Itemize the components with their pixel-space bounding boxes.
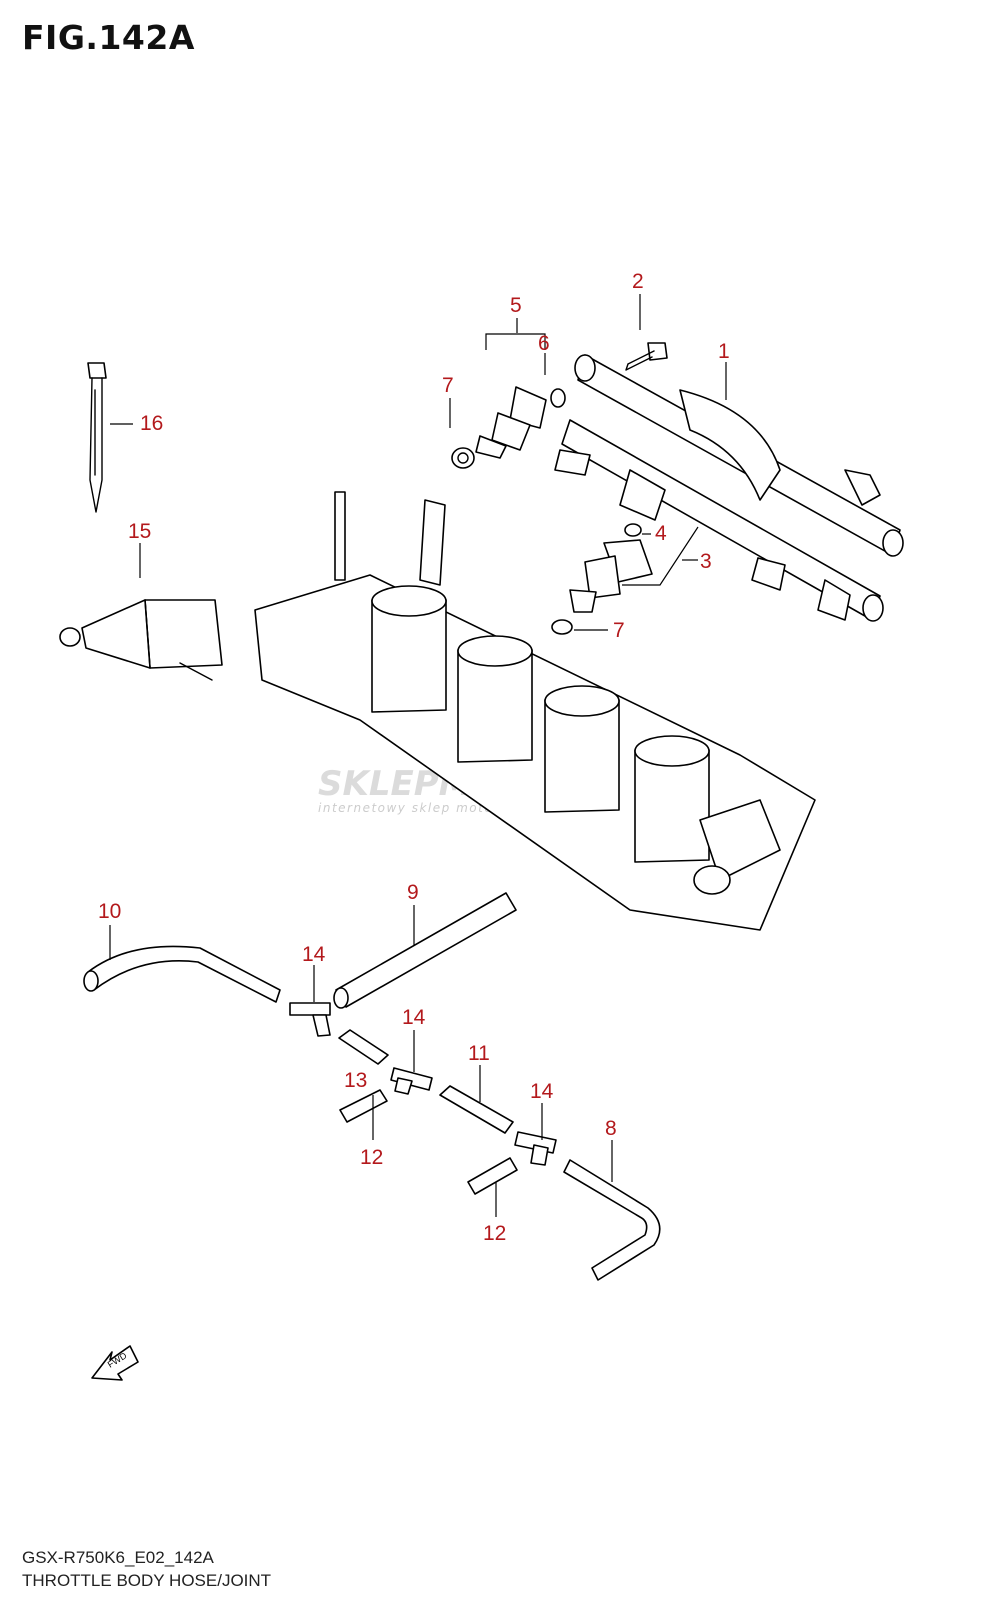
callout-11: 11 <box>468 1042 490 1065</box>
part-hose-12-a <box>339 1089 388 1123</box>
callout-14-lower: 14 <box>530 1080 554 1103</box>
callout-7-upper: 7 <box>442 374 454 397</box>
part-joint-14-b <box>390 1067 433 1095</box>
callout-12-right: 12 <box>483 1222 506 1245</box>
callout-13: 13 <box>344 1069 367 1092</box>
callout-2: 2 <box>632 270 644 293</box>
part-hose-11 <box>439 1085 514 1134</box>
leader-lines <box>109 294 727 1217</box>
part-hose-9 <box>333 892 517 1009</box>
part-joint-14-a <box>289 1002 331 1037</box>
callout-4: 4 <box>655 522 667 545</box>
figure-code: GSX-R750K6_E02_142A <box>22 1548 214 1567</box>
part-throttle-body <box>254 491 816 931</box>
part-injector-upper <box>451 386 566 469</box>
part-hose-8 <box>563 1159 661 1281</box>
figure-title: FIG.142A <box>22 18 195 57</box>
callout-12-left: 12 <box>360 1146 383 1169</box>
part-fuel-rail <box>554 354 904 622</box>
part-joint-14-c <box>514 1131 557 1166</box>
callout-1: 1 <box>718 340 730 363</box>
callout-14-upper: 14 <box>302 943 326 966</box>
callout-9: 9 <box>407 881 419 904</box>
part-hose-12-b <box>467 1157 518 1195</box>
figure-caption: THROTTLE BODY HOSE/JOINT <box>22 1571 272 1590</box>
callout-8: 8 <box>605 1117 617 1140</box>
part-hose-10 <box>83 945 281 1003</box>
callout-6: 6 <box>538 332 550 355</box>
part-cable-tie <box>87 362 107 513</box>
callout-7-lower: 7 <box>613 619 625 642</box>
callouts: 2 5 6 1 7 16 15 4 3 7 9 10 14 14 11 13 1… <box>98 270 730 1245</box>
callout-16: 16 <box>140 412 163 435</box>
callout-3: 3 <box>700 550 712 573</box>
part-hose-13 <box>338 1029 389 1065</box>
fwd-arrow: FWD <box>91 1345 139 1381</box>
callout-15: 15 <box>128 520 151 543</box>
callout-5: 5 <box>510 294 522 317</box>
callout-14-middle: 14 <box>402 1006 426 1029</box>
callout-10: 10 <box>98 900 121 923</box>
part-bolt <box>625 342 668 371</box>
part-cover <box>59 599 223 681</box>
part-injector-lower <box>551 523 653 635</box>
